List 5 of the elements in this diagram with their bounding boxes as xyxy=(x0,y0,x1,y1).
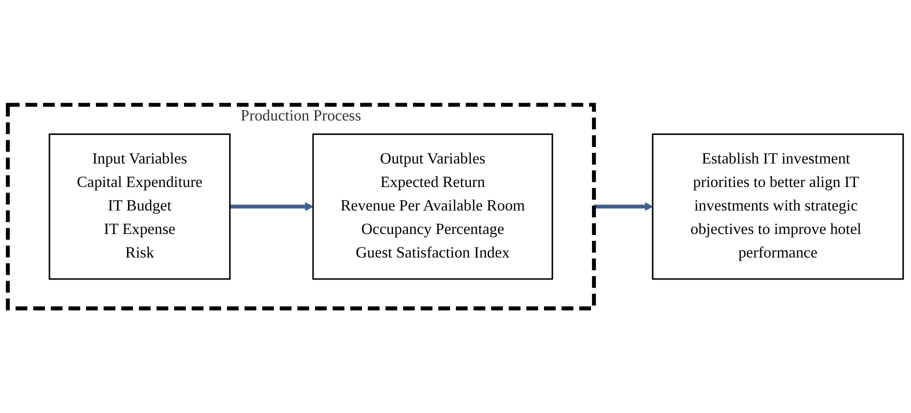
arrow xyxy=(594,202,654,211)
node-box: Establish IT investment priorities to better align IT investments with strategic objectives to improve hotel performance xyxy=(652,133,904,280)
node-box: Input Variables Capital Expenditure IT Budget IT Expense Risk xyxy=(48,133,231,280)
node-box: Output Variables Expected Return Revenue Per Available Room Occupancy Percentage Guest Satisfaction Index xyxy=(312,133,554,280)
arrow xyxy=(230,202,314,211)
